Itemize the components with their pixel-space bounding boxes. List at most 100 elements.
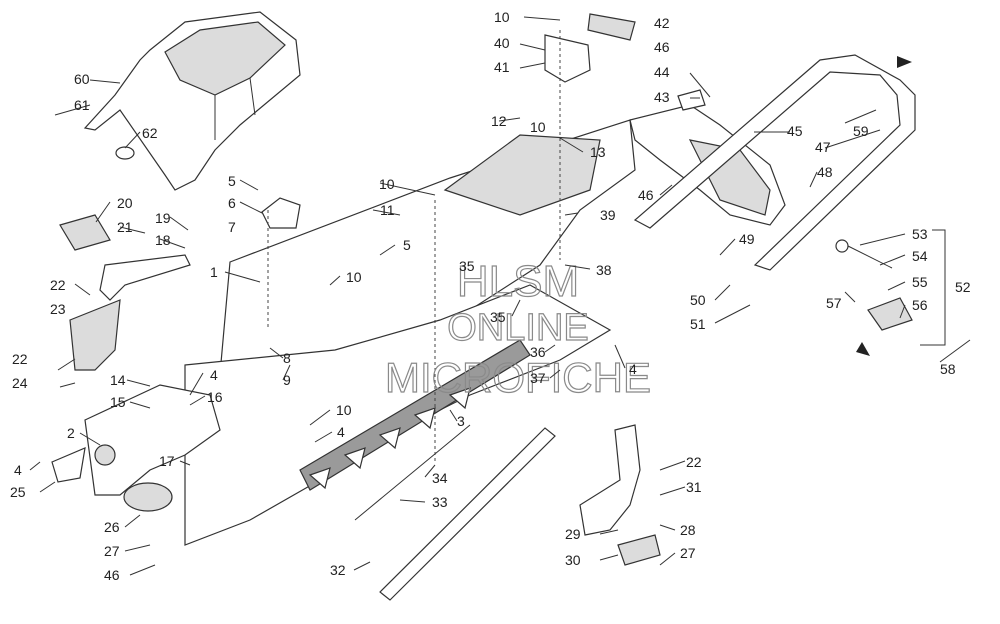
callout-59: 59 [853, 123, 869, 139]
callout-60: 60 [74, 71, 90, 87]
callout-10: 10 [530, 119, 546, 135]
hidden-lines [267, 30, 561, 462]
callout-30: 30 [565, 552, 581, 568]
callout-4: 4 [337, 424, 345, 440]
callout-28: 28 [680, 522, 696, 538]
callout-49: 49 [739, 231, 755, 247]
callout-10: 10 [336, 402, 352, 418]
rail-part [379, 427, 556, 601]
callout-40: 40 [494, 35, 510, 51]
callout-2: 2 [67, 425, 75, 441]
front-shield-part [69, 299, 121, 371]
callout-48: 48 [817, 164, 833, 180]
callout-26: 26 [104, 519, 120, 535]
callout-46: 46 [654, 39, 670, 55]
callout-47: 47 [815, 139, 831, 155]
callout-52: 52 [955, 279, 971, 295]
flap-part [51, 447, 86, 483]
callout-14: 14 [110, 372, 126, 388]
callout-5: 5 [228, 173, 236, 189]
callout-22: 22 [686, 454, 702, 470]
arrow-icon [897, 56, 912, 68]
callout-36: 36 [530, 344, 546, 360]
block-part [544, 34, 591, 83]
seat-knob-part [115, 146, 135, 160]
callout-35: 35 [490, 309, 506, 325]
callout-23: 23 [50, 301, 66, 317]
rear-bumper-part [633, 54, 916, 271]
bumper-tube-part [99, 254, 191, 301]
callout-8: 8 [283, 350, 291, 366]
callout-5: 5 [403, 237, 411, 253]
callout-44: 44 [654, 64, 670, 80]
callout-4: 4 [629, 361, 637, 377]
callout-54: 54 [912, 248, 928, 264]
callout-46: 46 [104, 567, 120, 583]
callout-58: 58 [940, 361, 956, 377]
callout-38: 38 [596, 262, 612, 278]
callout-4: 4 [210, 367, 218, 383]
callout-10: 10 [494, 9, 510, 25]
watermark-line3: MICROFICHE [385, 354, 651, 401]
watermark-line1: HLSM [457, 257, 579, 306]
callout-56: 56 [912, 297, 928, 313]
callout-11: 11 [380, 202, 395, 218]
bracket-part [261, 197, 301, 229]
callout-22: 22 [50, 277, 66, 293]
callout-61: 61 [74, 97, 90, 113]
callout-50: 50 [690, 292, 706, 308]
callout-34: 34 [432, 470, 448, 486]
seat-part [83, 11, 301, 191]
callout-9: 9 [283, 372, 291, 388]
callout-35: 35 [459, 258, 475, 274]
callout-46: 46 [638, 187, 654, 203]
callout-16: 16 [207, 389, 223, 405]
callout-27: 27 [104, 543, 120, 559]
callout-10: 10 [346, 269, 362, 285]
callout-17: 17 [159, 453, 175, 469]
arrow-icon [856, 342, 870, 356]
callout-22: 22 [12, 351, 28, 367]
pin-part [354, 424, 471, 521]
tail-bracket-part [587, 13, 636, 41]
side-panel-part [84, 384, 221, 496]
callout-57: 57 [826, 295, 842, 311]
callout-13: 13 [590, 144, 606, 160]
callout-27: 27 [680, 545, 696, 561]
step-part [617, 534, 661, 566]
callout-42: 42 [654, 15, 670, 31]
callout-55: 55 [912, 274, 928, 290]
hitch-part [835, 239, 913, 331]
callout-10: 10 [379, 176, 395, 192]
callout-29: 29 [565, 526, 581, 542]
callout-31: 31 [686, 479, 702, 495]
footrest-part [579, 424, 641, 536]
callout-15: 15 [110, 394, 126, 410]
callout-7: 7 [228, 219, 236, 235]
callout-labels: 10 42 40 46 41 44 60 43 61 12 10 45 62 5… [10, 9, 971, 583]
callout-12: 12 [491, 113, 507, 129]
callout-18: 18 [155, 232, 171, 248]
callout-3: 3 [457, 413, 465, 429]
leader-lines [29, 16, 971, 576]
watermark-line2: ONLINE [447, 307, 588, 349]
callout-41: 41 [494, 59, 510, 75]
callout-33: 33 [432, 494, 448, 510]
callout-21: 21 [117, 219, 133, 235]
callout-45: 45 [787, 123, 803, 139]
snow-flap-part [677, 89, 706, 111]
callout-19: 19 [155, 210, 171, 226]
callout-32: 32 [330, 562, 346, 578]
callout-43: 43 [654, 89, 670, 105]
callout-62: 62 [142, 125, 158, 141]
callout-39: 39 [600, 207, 616, 223]
callout-37: 37 [530, 370, 546, 386]
callout-6: 6 [228, 195, 236, 211]
callout-24: 24 [12, 375, 28, 391]
cover-part [123, 482, 173, 512]
heat-exchanger-part [299, 339, 531, 491]
callout-51: 51 [690, 316, 706, 332]
callout-1: 1 [210, 264, 218, 280]
handle-part [59, 214, 111, 251]
